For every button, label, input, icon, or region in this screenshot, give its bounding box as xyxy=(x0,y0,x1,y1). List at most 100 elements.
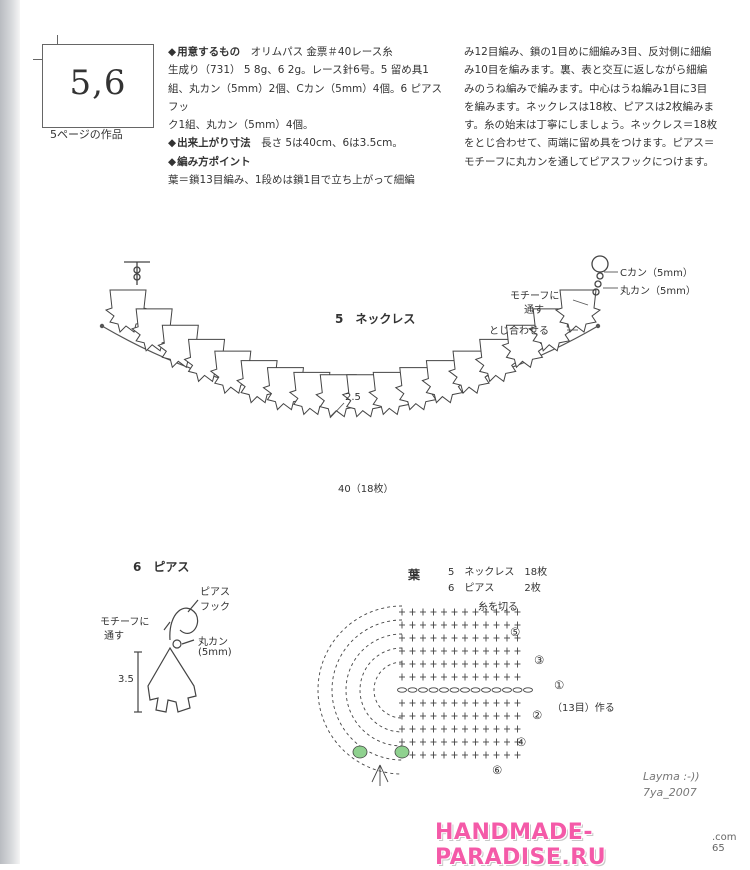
row-5-marker: ⑤ xyxy=(510,625,521,639)
single-crochet xyxy=(514,634,521,642)
chain-stitch xyxy=(512,687,523,693)
single-crochet xyxy=(451,647,458,655)
leaf-tip-round xyxy=(331,619,403,761)
materials-text: オリムパス 金票＃40レース糸 xyxy=(250,46,393,58)
single-crochet xyxy=(462,738,468,746)
single-crochet xyxy=(420,738,426,746)
earring-dimension: 3.5 xyxy=(118,674,134,685)
single-crochet xyxy=(399,608,405,616)
single-crochet xyxy=(504,673,510,681)
single-crochet xyxy=(483,725,489,733)
single-crochet xyxy=(514,673,521,681)
size-heading: 出来上がり寸法 xyxy=(168,137,251,149)
single-crochet xyxy=(441,634,447,642)
single-crochet xyxy=(441,725,447,733)
single-crochet xyxy=(409,608,416,616)
single-crochet xyxy=(483,738,489,746)
single-crochet xyxy=(430,634,437,642)
earring-title: 6 ピアス xyxy=(133,560,190,574)
single-crochet xyxy=(420,673,426,681)
width-dimension: 2.5 xyxy=(345,392,361,403)
single-crochet xyxy=(399,673,405,681)
single-crochet xyxy=(409,712,416,720)
single-crochet xyxy=(472,634,479,642)
single-crochet xyxy=(493,660,500,668)
single-crochet xyxy=(451,634,458,642)
single-crochet xyxy=(483,608,489,616)
jump-ring-label: 丸カン（5mm） xyxy=(620,286,696,297)
instructions-column-1: 用意するもの オリムパス 金票＃40レース糸 生成り（731） 5 8g、6 2… xyxy=(168,43,442,189)
single-crochet xyxy=(483,751,489,759)
single-crochet xyxy=(420,621,426,629)
necklace-count: 5 ネックレス 18枚 xyxy=(448,567,548,578)
materials-line: 生成り（731） 5 8g、6 2g。レース針6号。5 留め具1 xyxy=(168,64,429,77)
single-crochet xyxy=(462,660,468,668)
chain-stitch xyxy=(502,687,512,693)
single-crochet xyxy=(483,660,489,668)
single-crochet xyxy=(472,608,479,616)
end-marker-icon xyxy=(394,745,410,759)
chain-stitch xyxy=(470,687,481,693)
single-crochet xyxy=(483,647,489,655)
ear-hook-icon xyxy=(169,607,199,641)
single-crochet xyxy=(472,712,479,720)
single-crochet xyxy=(409,751,416,759)
single-crochet xyxy=(399,712,405,720)
single-crochet xyxy=(472,751,479,759)
single-crochet xyxy=(462,634,468,642)
single-crochet xyxy=(472,699,479,707)
single-crochet xyxy=(493,673,500,681)
motif-through-label-2: 通す xyxy=(524,305,544,316)
single-crochet xyxy=(451,751,458,759)
single-crochet xyxy=(493,634,500,642)
row-1-marker: ① xyxy=(554,678,565,692)
single-crochet xyxy=(504,660,510,668)
single-crochet xyxy=(472,647,479,655)
single-crochet xyxy=(493,712,500,720)
chain-stitch xyxy=(460,687,470,693)
single-crochet xyxy=(504,608,510,616)
single-crochet xyxy=(409,621,416,629)
single-crochet xyxy=(493,647,500,655)
necklace-leaves xyxy=(104,289,602,418)
credit-line-1: Layma :-)) xyxy=(643,770,700,783)
cut-thread-label: 糸を切る xyxy=(478,602,518,613)
single-crochet xyxy=(462,712,468,720)
single-crochet xyxy=(420,660,426,668)
single-crochet xyxy=(472,673,479,681)
single-crochet xyxy=(430,699,437,707)
instruction-line: みのうね編みで編みます。中心はうね編み1目に3目 xyxy=(464,82,708,95)
row-4-marker: ④ xyxy=(516,735,527,749)
single-crochet xyxy=(504,751,510,759)
single-crochet xyxy=(493,751,500,759)
single-crochet xyxy=(451,738,458,746)
single-crochet xyxy=(420,699,426,707)
single-crochet xyxy=(504,725,510,733)
chain-stitch xyxy=(428,687,439,693)
single-crochet xyxy=(514,608,521,616)
single-crochet xyxy=(462,647,468,655)
page-reference: 5ページの作品 xyxy=(50,128,123,141)
single-crochet xyxy=(441,608,447,616)
single-crochet xyxy=(430,621,437,629)
materials-heading: 用意するもの xyxy=(168,46,240,58)
single-crochet xyxy=(441,621,447,629)
single-crochet xyxy=(430,647,437,655)
single-crochet xyxy=(483,634,489,642)
single-crochet xyxy=(493,621,500,629)
watermark: HANDMADE-PARADISE.RU xyxy=(435,820,607,870)
chain-stitch xyxy=(491,687,502,693)
single-crochet xyxy=(409,647,416,655)
single-crochet xyxy=(409,673,416,681)
materials-line: 組、丸カン（5mm）2個、Cカン（5mm）4個。6 ピアスフッ xyxy=(168,82,442,113)
single-crochet xyxy=(504,647,510,655)
chain-stitch xyxy=(397,687,407,693)
single-crochet xyxy=(420,751,426,759)
toggle-clasp-left xyxy=(124,261,150,285)
make-13-label: （13目）作る xyxy=(552,703,615,714)
single-crochet xyxy=(441,712,447,720)
single-crochet xyxy=(483,673,489,681)
